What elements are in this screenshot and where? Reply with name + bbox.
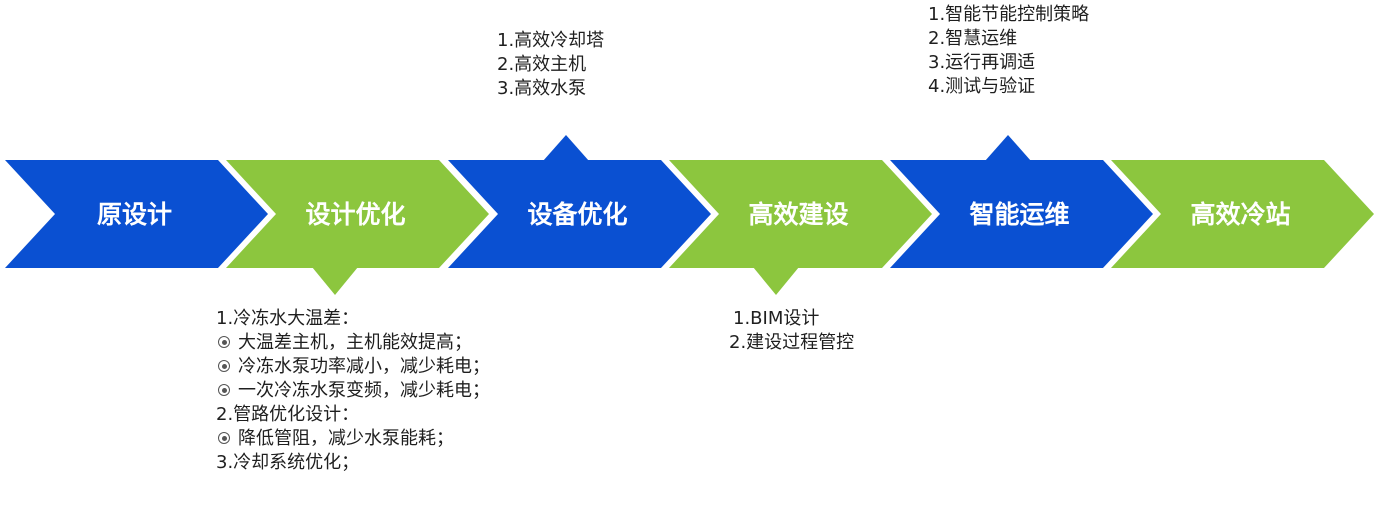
circle-bullet-icon [218,384,230,396]
note-text: 1.冷冻水大温差： [216,308,360,329]
circle-bullet-icon [218,360,230,372]
circle-bullet-icon [218,432,230,444]
stage-label-equipment-optimization: 设备优化 [527,200,627,229]
stage-label-efficient-chiller-plant: 高效冷站 [1190,200,1290,229]
chevron-smart-operation [890,160,1153,268]
stage-label-original-design: 原设计 [97,200,172,229]
note-line: 1.冷冻水大温差： [216,307,490,331]
note-line: 冷冻水泵功率减小，减少耗电； [216,355,490,379]
design-optimization-notes: 1.冷冻水大温差： 大温差主机，主机能效提高； 冷冻水泵功率减小，减少耗电； 一… [216,307,490,475]
note-text: 2.管路优化设计： [216,404,360,425]
note-line: 1.BIM设计 [733,308,820,329]
stage-label-smart-operation: 智能运维 [969,200,1069,229]
chevron-design-optimization [226,160,489,268]
callout-pointer-efficient-construction [753,267,799,295]
note-line: 降低管阻，减少水泵能耗； [216,427,490,451]
chevron-original-design [5,160,268,268]
chevron-equipment-optimization [448,160,711,268]
note-text: 冷冻水泵功率减小，减少耗电； [238,356,490,377]
note-line: 1.高效冷却塔 [497,30,605,51]
stage-label-efficient-construction: 高效建设 [748,200,848,229]
callout-pointer-equipment-optimization [543,135,589,161]
note-line: 3.运行再调适 [928,52,1036,73]
chevron-efficient-chiller-plant [1111,160,1374,268]
note-text: 3.冷却系统优化； [216,452,360,473]
note-line: 2.建设过程管控 [729,332,855,353]
smart-operation-notes: 1.智能节能控制策略 2.智慧运维 3.运行再调适 4.测试与验证 [928,3,1089,99]
callout-pointer-smart-operation [985,135,1031,161]
note-line: 2.高效主机 [497,54,587,75]
stage-label-design-optimization: 设计优化 [305,200,405,229]
chevron-efficient-construction [669,160,932,268]
note-line: 2.管路优化设计： [216,403,490,427]
note-line: 3.冷却系统优化； [216,451,490,475]
note-line: 2.智慧运维 [928,28,1018,49]
efficient-construction-notes: 1.BIM设计 2.建设过程管控 [729,307,854,355]
equipment-optimization-notes: 1.高效冷却塔 2.高效主机 3.高效水泵 [497,29,604,101]
note-line: 大温差主机，主机能效提高； [216,331,490,355]
callout-pointer-design-optimization [312,267,358,295]
note-line: 4.测试与验证 [928,76,1036,97]
note-text: 大温差主机，主机能效提高； [238,332,472,353]
circle-bullet-icon [218,336,230,348]
note-line: 一次冷冻水泵变频，减少耗电； [216,379,490,403]
note-line: 3.高效水泵 [497,78,587,99]
note-text: 一次冷冻水泵变频，减少耗电； [238,380,490,401]
note-text: 降低管阻，减少水泵能耗； [238,428,454,449]
note-line: 1.智能节能控制策略 [928,4,1090,25]
